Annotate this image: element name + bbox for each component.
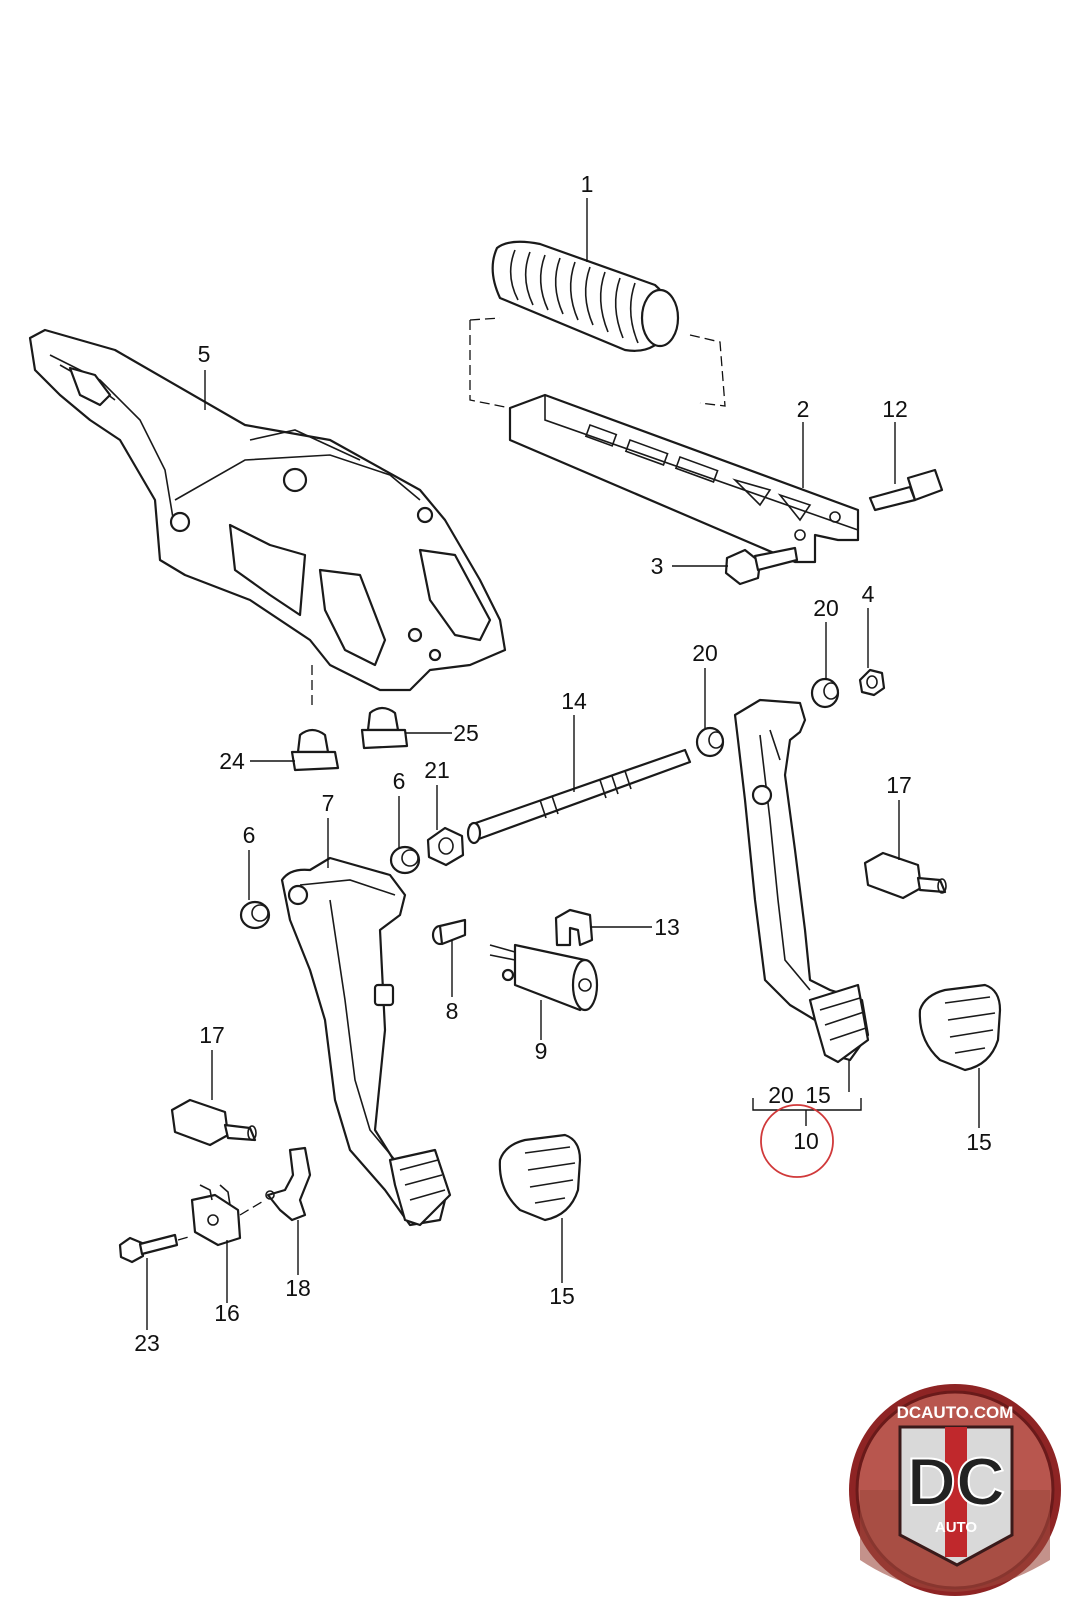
logo-letters: DC: [907, 1444, 1005, 1520]
part-13-clip[interactable]: [554, 908, 594, 947]
callout-17-left[interactable]: 17: [199, 1022, 225, 1048]
part-15-pad-center[interactable]: [498, 1133, 582, 1222]
callout-25[interactable]: 25: [453, 720, 479, 746]
callout-23[interactable]: 23: [134, 1330, 160, 1356]
callout-21[interactable]: 21: [424, 757, 450, 783]
callout-20-left[interactable]: 20: [692, 640, 718, 666]
part-18-bracket[interactable]: [265, 1146, 312, 1222]
callout-10[interactable]: 10: [793, 1128, 819, 1154]
callout-13[interactable]: 13: [654, 914, 680, 940]
callout-15-center[interactable]: 15: [549, 1283, 575, 1309]
callout-labels: 1 2 12 3 4 5 20 20 14 24 25 6 21 7 6 17 …: [134, 171, 992, 1356]
callout-4[interactable]: 4: [862, 581, 875, 607]
part-5-pedal-box[interactable]: [28, 328, 507, 692]
callout-12[interactable]: 12: [882, 396, 908, 422]
callout-6-lower[interactable]: 6: [243, 822, 256, 848]
part-21-nut[interactable]: [426, 826, 465, 867]
logo-site-text: DCAUTO.COM: [897, 1403, 1014, 1422]
dcauto-logo: DCAUTO.COM DC AUTO: [849, 1384, 1061, 1596]
callout-16[interactable]: 16: [214, 1300, 240, 1326]
part-14-shaft[interactable]: [466, 748, 692, 845]
callout-10-sub-20[interactable]: 20: [768, 1082, 794, 1108]
callout-20-right[interactable]: 20: [813, 595, 839, 621]
callout-14[interactable]: 14: [561, 688, 587, 714]
callout-6-upper[interactable]: 6: [393, 768, 406, 794]
callout-15-right[interactable]: 15: [966, 1129, 992, 1155]
callout-9[interactable]: 9: [535, 1038, 548, 1064]
callout-24[interactable]: 24: [219, 748, 245, 774]
callout-5[interactable]: 5: [198, 341, 211, 367]
part-17-switch-left[interactable]: [170, 1098, 257, 1147]
part-23-bolt[interactable]: [118, 1233, 179, 1264]
part-15-pad-right[interactable]: [918, 983, 1002, 1072]
part-24-stop[interactable]: [290, 728, 340, 772]
part-25-stop[interactable]: [360, 706, 409, 750]
callout-2[interactable]: 2: [797, 396, 810, 422]
part-9-spring-cylinder[interactable]: [489, 943, 599, 1012]
logo-word: AUTO: [935, 1519, 978, 1536]
callout-10-highlight-circle: [760, 1104, 834, 1178]
callout-3[interactable]: 3: [651, 553, 664, 579]
leader-lines: [146, 198, 980, 1330]
callout-8[interactable]: 8: [446, 998, 459, 1024]
part-17-switch-right[interactable]: [863, 851, 947, 900]
callout-18[interactable]: 18: [285, 1275, 311, 1301]
part-6-bushing-upper[interactable]: [389, 845, 421, 875]
callout-1[interactable]: 1: [581, 171, 594, 197]
callout-7[interactable]: 7: [322, 790, 335, 816]
part-3-bolt[interactable]: [724, 546, 799, 586]
part-4-nut[interactable]: [858, 668, 886, 697]
callout-17-right[interactable]: 17: [886, 772, 912, 798]
part-6-bushing-lower[interactable]: [239, 900, 271, 930]
part-20-bushing-left[interactable]: [695, 726, 725, 758]
part-16-switch-holder[interactable]: [190, 1184, 242, 1247]
part-12-bolt[interactable]: [868, 468, 944, 512]
part-2-bracket-bar[interactable]: [508, 393, 860, 564]
part-10-brake-pedal[interactable]: [733, 698, 870, 1064]
callout-10-sub-15[interactable]: 15: [805, 1082, 831, 1108]
part-7-clutch-pedal[interactable]: [280, 856, 452, 1227]
part-20-bushing-right[interactable]: [810, 677, 840, 709]
part-8-pin[interactable]: [431, 918, 467, 946]
part-1-boot[interactable]: [491, 240, 680, 352]
